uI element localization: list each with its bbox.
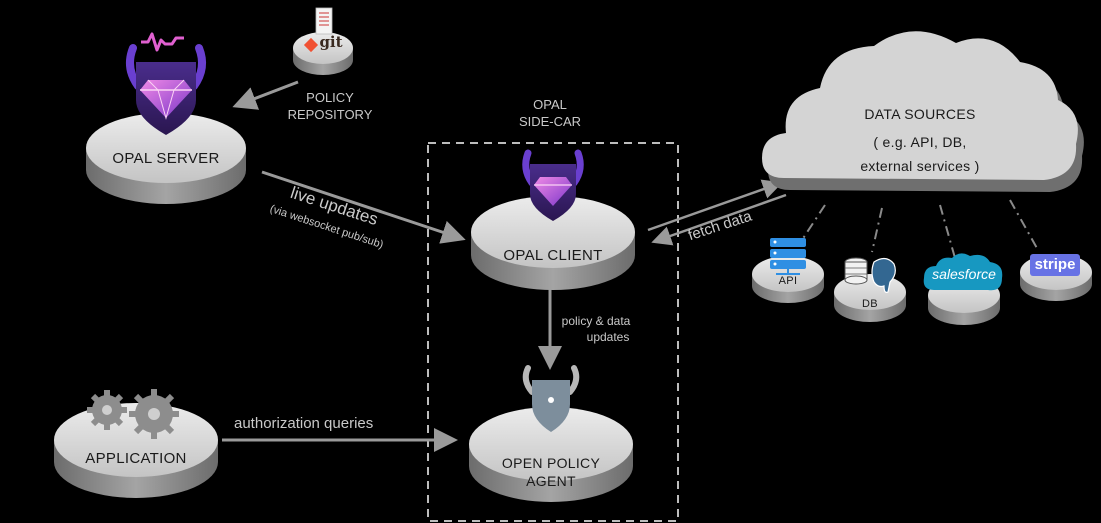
arrow-repo-to-server <box>232 80 299 110</box>
document-icon <box>315 7 333 35</box>
application-node <box>54 389 218 498</box>
stripe-logo-icon <box>1030 254 1080 276</box>
salesforce-logo-text: salesforce <box>932 266 996 282</box>
data-sources-title: DATA SOURCES <box>864 106 976 122</box>
open-policy-agent-node <box>469 365 633 502</box>
data-sources-line1: ( e.g. API, DB, <box>873 134 967 150</box>
api-source-node <box>752 238 824 303</box>
gears-icon <box>87 389 179 439</box>
policy-repository-node <box>293 7 353 75</box>
stripe-source-node <box>1020 254 1092 301</box>
data-sources-cloud <box>762 31 1084 192</box>
opal-client-node <box>471 149 635 290</box>
opal-client-logo-icon <box>522 149 584 221</box>
application-label: APPLICATION <box>85 450 187 467</box>
salesforce-source-node <box>923 253 1003 325</box>
git-logo-text: git <box>319 33 343 51</box>
data-sources-line2: external services ) <box>860 158 980 174</box>
source-connectors <box>799 199 1039 259</box>
opa-label-line2: AGENT <box>526 473 576 489</box>
authorization-queries-label: authorization queries <box>234 415 374 432</box>
sidecar-title-line1: OPAL <box>533 97 567 112</box>
database-icon <box>844 257 868 285</box>
policy-repository-label-line1: POLICY <box>306 90 354 105</box>
opal-server-label: OPAL SERVER <box>112 150 220 167</box>
policy-data-updates-line2: updates <box>586 330 630 344</box>
sidecar-boundary <box>427 142 679 522</box>
opal-client-label: OPAL CLIENT <box>503 247 603 264</box>
db-label: DB <box>862 298 878 310</box>
opa-label-line1: OPEN POLICY <box>501 455 601 471</box>
arrow-client-to-cloud <box>647 179 783 232</box>
postgresql-icon <box>871 257 896 293</box>
salesforce-logo-icon <box>923 253 1003 291</box>
stripe-logo-text: stripe <box>1034 256 1076 273</box>
git-icon <box>303 37 319 53</box>
opa-logo-icon <box>522 365 580 432</box>
opal-server-logo-icon <box>125 32 207 135</box>
db-source-node <box>834 257 906 322</box>
sidecar-title-line2: SIDE-CAR <box>518 114 582 129</box>
policy-data-updates-line1: policy & data <box>561 314 631 328</box>
server-stack-icon <box>770 238 806 275</box>
arrow-live-updates <box>261 170 466 244</box>
policy-repository-label-line2: REPOSITORY <box>287 107 373 122</box>
arrow-cloud-to-client <box>651 193 787 246</box>
api-label: API <box>778 275 798 287</box>
opal-server-node <box>86 32 246 204</box>
